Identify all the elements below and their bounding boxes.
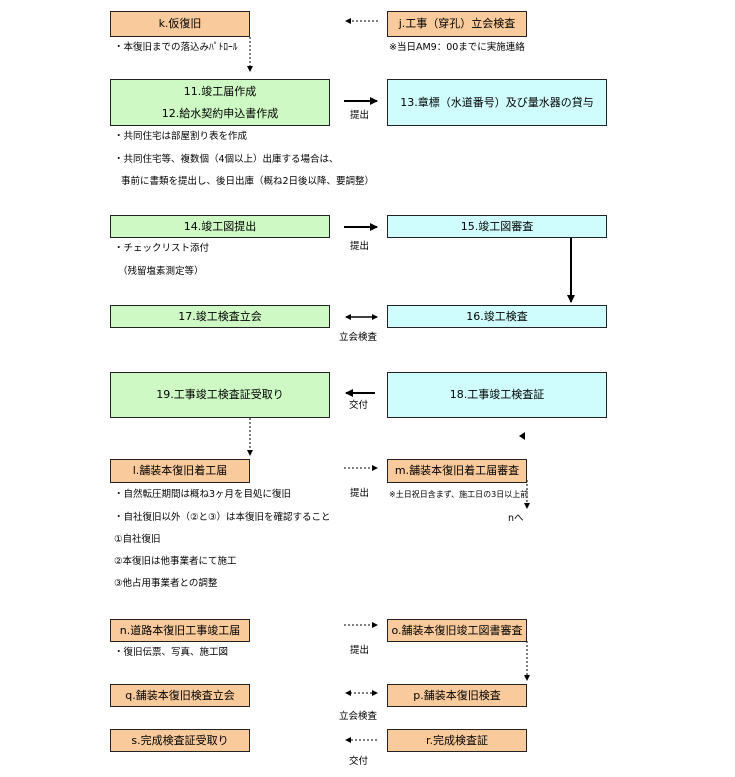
box-15: 15.竣工図審査 <box>387 215 607 238</box>
box-o: o.舗装本復旧竣工図書審査 <box>387 619 527 642</box>
note-k: ・本復旧までの落込みﾊﾟﾄﾛｰﾙ <box>114 42 238 53</box>
box-16: 16.竣工検査 <box>387 305 607 328</box>
box-p: p.舗装本復旧検査 <box>387 684 527 707</box>
box-14-label: 14.竣工図提出 <box>183 219 257 233</box>
box-17-label: 17.竣工検査立会 <box>178 309 262 323</box>
box-q: q.舗装本復旧検査立会 <box>110 684 250 707</box>
note-c2: ・共同住宅等、複数個（4個以上）出庫する場合は、 <box>114 154 339 165</box>
box-16-label: 16.竣工検査 <box>466 309 528 323</box>
box-11-label: 11.竣工届作成 <box>183 84 257 98</box>
note-m-next: nへ <box>508 513 524 524</box>
box-12-label: 12.給水契約申込書作成 <box>161 106 279 120</box>
note-l4: ②本復旧は他事業者にて施工 <box>114 556 237 567</box>
note-l2: ・自社復旧以外（②と③）は本復旧を確認すること <box>114 512 331 523</box>
label-deliver-2: 交付 <box>349 756 369 767</box>
box-j: j.工事（穿孔）立会検査 <box>387 11 527 37</box>
box-s: s.完成検査証受取り <box>110 729 250 752</box>
note-d1: ・チェックリスト添付 <box>114 243 210 254</box>
note-n: ・復旧伝票、写真、施工図 <box>114 647 229 658</box>
box-17: 17.竣工検査立会 <box>110 305 330 328</box>
note-j: ※当日AM9：00までに実施連絡 <box>389 42 525 53</box>
box-o-label: o.舗装本復旧竣工図書審査 <box>391 623 523 637</box>
box-18: 18.工事竣工検査証 <box>387 372 607 418</box>
box-14: 14.竣工図提出 <box>110 215 330 238</box>
box-m-label: m.舗装本復旧着工届審査 <box>394 464 520 477</box>
box-m: m.舗装本復旧着工届審査 <box>387 459 527 483</box>
label-submit-4: 提出 <box>350 645 370 656</box>
label-submit-3: 提出 <box>350 488 370 499</box>
box-19-label: 19.工事竣工検査証受取り <box>156 388 284 401</box>
box-19: 19.工事竣工検査証受取り <box>110 372 330 418</box>
note-m: ※土日祝日含まず、施工日の3日以上前 <box>389 490 529 499</box>
box-j-label: j.工事（穿孔）立会検査 <box>398 17 516 30</box>
note-d2: （残留塩素測定等） <box>118 266 204 277</box>
box-13: 13.章標（水道番号）及び量水器の貸与 <box>387 79 607 126</box>
box-r: r.完成検査証 <box>387 729 527 752</box>
box-n-label: n.道路本復旧工事竣工届 <box>119 623 241 637</box>
label-submit-2: 提出 <box>350 241 370 252</box>
box-p-label: p.舗装本復旧検査 <box>413 688 501 702</box>
note-c1: ・共同住宅は部屋割り表を作成 <box>114 131 248 142</box>
arrow-head-mark <box>519 432 525 440</box>
label-submit-1: 提出 <box>350 110 370 121</box>
box-13-label: 13.章標（水道番号）及び量水器の貸与 <box>400 95 594 109</box>
label-inspect-1: 立会検査 <box>339 332 378 343</box>
box-r-label: r.完成検査証 <box>425 733 488 747</box>
box-15-label: 15.竣工図審査 <box>460 219 534 233</box>
box-11-12: 11.竣工届作成 12.給水契約申込書作成 <box>110 79 330 126</box>
note-l1: ・自然転圧期間は概ね3ヶ月を目処に復旧 <box>114 489 292 500</box>
box-k: k.仮復旧 <box>110 11 250 37</box>
box-l: l.舗装本復旧着工届 <box>110 459 250 483</box>
box-q-label: q.舗装本復旧検査立会 <box>125 688 235 702</box>
box-l-label: l.舗装本復旧着工届 <box>132 464 228 477</box>
label-deliver-1: 交付 <box>349 400 369 411</box>
note-l5: ③他占用事業者との調整 <box>114 578 218 589</box>
note-c3: 事前に書類を提出し、後日出庫（概ね2日後以降、要調整） <box>121 176 375 187</box>
box-n: n.道路本復旧工事竣工届 <box>110 619 250 642</box>
label-inspect-2: 立会検査 <box>339 711 378 722</box>
note-l3: ①自社復旧 <box>114 534 161 545</box>
box-18-label: 18.工事竣工検査証 <box>449 388 545 401</box>
box-s-label: s.完成検査証受取り <box>131 733 229 747</box>
box-k-label: k.仮復旧 <box>158 17 202 30</box>
